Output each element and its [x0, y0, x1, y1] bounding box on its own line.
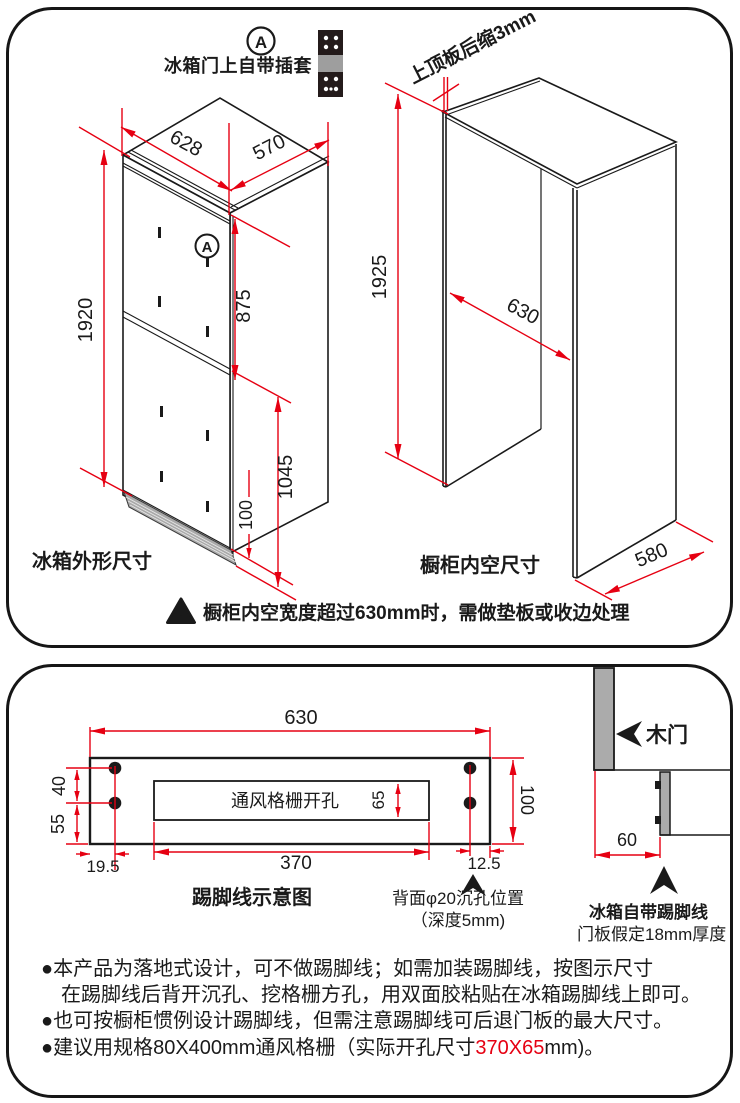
- cabinet-dimensions: [384, 77, 714, 601]
- fridge-dimension-labels: 628 570 1920 875 1045 100: [75, 126, 297, 530]
- warning-text: 橱柜内空宽度超过630mm时，需做垫板或收边处理: [203, 602, 630, 624]
- note-line-4: ●建议用规格80X400mm通风格栅（实际开孔尺寸370X65mm)。: [41, 1036, 604, 1061]
- countersink-note-line2: （深度5mm): [410, 911, 506, 930]
- dim-1920: 1920: [75, 298, 97, 343]
- dim-19-5: 19.5: [86, 857, 119, 876]
- dim-580: 580: [632, 539, 671, 572]
- warning-icon: !: [166, 597, 196, 624]
- dim-100-kick: 100: [517, 785, 537, 815]
- plug-badge-letter: A: [255, 33, 267, 52]
- cabinet-dimension-labels: 1925 630 580: [369, 255, 671, 572]
- dim-1925: 1925: [369, 255, 391, 300]
- note-line-3: ●也可按橱柜惯例设计踢脚线，但需注意踢脚线可后退门板的最大尺寸。: [41, 1010, 674, 1032]
- door-seam-marks: [158, 227, 209, 512]
- note-line-4-prefix: ●建议用规格80X400mm通风格栅（实际开孔尺寸: [41, 1037, 476, 1059]
- grille-opening: [153, 780, 430, 821]
- dim-875: 875: [233, 289, 255, 322]
- side-view-dimensions: [594, 771, 661, 859]
- warning-note: ! 橱柜内空宽度超过630mm时，需做垫板或收边处理: [166, 597, 630, 625]
- note-line-4-highlight: 370X65: [475, 1037, 545, 1059]
- door-badge-letter: A: [202, 239, 213, 256]
- socket-sleeve-icon: [318, 30, 343, 97]
- dim-630-kick: 630: [284, 707, 317, 729]
- dim-55: 55: [48, 814, 68, 834]
- countersink-note-line1: 背面φ20沉孔位置: [392, 889, 524, 908]
- side-view-drawing: [593, 667, 731, 836]
- door-thickness-note: 门板假定18mm厚度: [577, 925, 727, 944]
- note-line-1: ●本产品为落地式设计，可不做踢脚线；如需加装踢脚线，按图示尺寸: [41, 958, 654, 980]
- cabinet-isometric-drawing: [441, 77, 678, 579]
- kickboard-diagram-title: 踢脚线示意图: [192, 887, 312, 909]
- wood-door-bar: [593, 667, 615, 771]
- dim-40: 40: [49, 776, 69, 796]
- cabinet-top-face: [441, 77, 678, 185]
- kickboard-front-view: 通风格栅开孔: [88, 756, 492, 846]
- plug-annotation: A: [246, 26, 343, 97]
- dim-100-base: 100: [236, 500, 256, 530]
- door-badge-circle: [194, 233, 220, 259]
- note-line-4-suffix: mm)。: [544, 1037, 605, 1059]
- grille-label: 通风格栅开孔: [231, 791, 339, 811]
- dim-65: 65: [369, 791, 388, 810]
- kickboard-dimension-labels: 630 370 65 40 55 19.5 12.5 100: [48, 707, 537, 876]
- dim-1045: 1045: [275, 455, 297, 500]
- fridge-drawing-title: 冰箱外形尺寸: [32, 551, 152, 573]
- holes-pointer-arrow: [460, 874, 486, 896]
- plug-note-label: 冰箱门上自带插套: [164, 56, 312, 76]
- dim-370: 370: [280, 853, 312, 874]
- fridge-kick-pointer-arrow: [650, 866, 678, 894]
- note-line-2: 在踢脚线后背开沉孔、挖格栅方孔，用双面胶粘贴在冰箱踢脚线上即可。: [61, 984, 701, 1006]
- fridge-kickboard-label: 冰箱自带踢脚线: [589, 903, 708, 922]
- kickboard-dimensions: [66, 727, 524, 870]
- fridge-kickboard-bar: [659, 771, 671, 836]
- fridge-dimensions: [78, 108, 330, 601]
- wood-door-pointer-arrow: [616, 721, 642, 747]
- svg-text:!: !: [178, 606, 183, 623]
- dim-630-cabinet: 630: [503, 294, 543, 329]
- dim-60: 60: [617, 830, 637, 850]
- fridge-isometric-drawing: A: [121, 97, 330, 567]
- dim-12-5: 12.5: [467, 854, 500, 873]
- plug-badge-circle: [246, 26, 276, 56]
- countersink-note: 背面φ20沉孔位置 （深度5mm): [383, 888, 533, 932]
- cabinet-drawing-title: 橱柜内空尺寸: [420, 555, 540, 577]
- wood-door-label: 木门: [646, 724, 688, 747]
